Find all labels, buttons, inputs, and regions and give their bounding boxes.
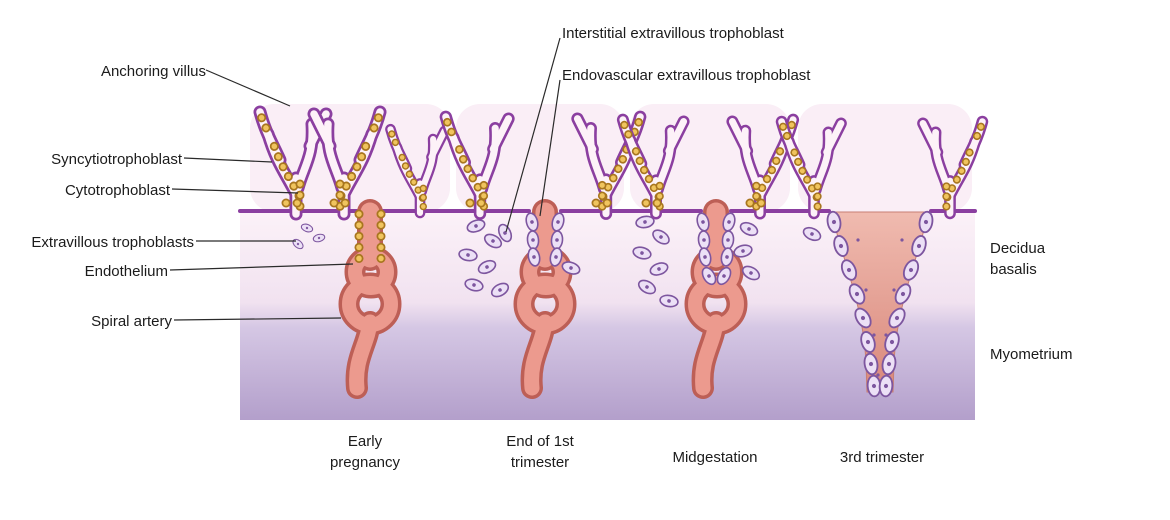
stage-1-panel — [260, 112, 445, 388]
caption-stage-end-1st-trimester: End of 1st trimester — [506, 433, 574, 471]
caption-stage-early-pregnancy: Early pregnancy — [329, 433, 401, 471]
label-decidua-basalis: Decidua basalis — [990, 240, 1046, 278]
label-syncytiotrophoblast: Syncytiotrophoblast — [51, 151, 182, 168]
label-endothelium: Endothelium — [84, 263, 168, 280]
label-endovascular-evt: Endovascular extravillous trophoblast — [562, 67, 811, 84]
caption-stage-midgestation: Midgestation — [672, 449, 758, 466]
caption-stage-3rd-trimester: 3rd trimester — [839, 449, 925, 466]
label-interstitial-evt: Interstitial extravillous trophoblast — [562, 25, 784, 42]
leader-lines — [169, 37, 561, 321]
label-spiral-artery: Spiral artery — [91, 313, 172, 330]
label-cytotrophoblast: Cytotrophoblast — [64, 182, 170, 199]
label-anchoring-villus: Anchoring villus — [100, 63, 206, 80]
label-myometrium: Myometrium — [990, 346, 1073, 363]
stage-4-panel — [782, 122, 983, 398]
endothelium-gold-cells — [354, 209, 386, 271]
stage-4-lumen-dots — [856, 238, 904, 377]
label-extravillous-trophoblasts: Extravillous trophoblasts — [31, 234, 194, 251]
